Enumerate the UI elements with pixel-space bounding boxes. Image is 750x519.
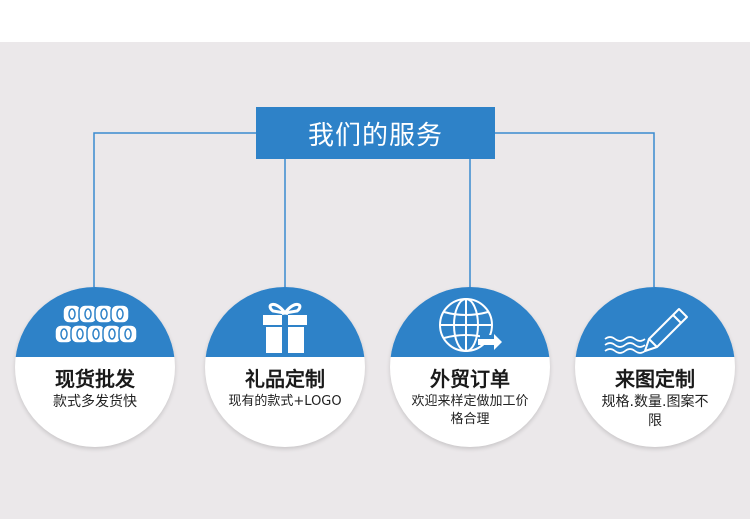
service-card-export[interactable]: 外贸订单 欢迎来样定做加工价格合理	[390, 287, 550, 447]
service-desc: 款式多发货快	[53, 394, 137, 410]
service-name: 外贸订单	[430, 367, 510, 391]
service-desc: 现有的款式+LOGO	[228, 394, 342, 409]
gift-box-icon	[263, 303, 307, 353]
service-name: 礼品定制	[245, 367, 325, 391]
service-card-wholesale[interactable]: 现货批发 款式多发货快	[15, 287, 175, 447]
service-name: 现货批发	[55, 367, 135, 391]
service-card-gift[interactable]: 礼品定制 现有的款式+LOGO	[205, 287, 365, 447]
fabric-rolls-icon	[54, 304, 138, 344]
section-title: 我们的服务	[256, 107, 495, 159]
service-card-custom[interactable]: 来图定制 规格.数量.图案不限	[575, 287, 735, 447]
service-name: 来图定制	[615, 367, 695, 391]
globe-arrow-icon	[439, 298, 502, 352]
service-desc: 规格.数量.图案不限	[601, 394, 709, 429]
pencil-wave-icon	[604, 308, 688, 354]
service-desc: 欢迎来样定做加工价格合理	[411, 394, 529, 427]
